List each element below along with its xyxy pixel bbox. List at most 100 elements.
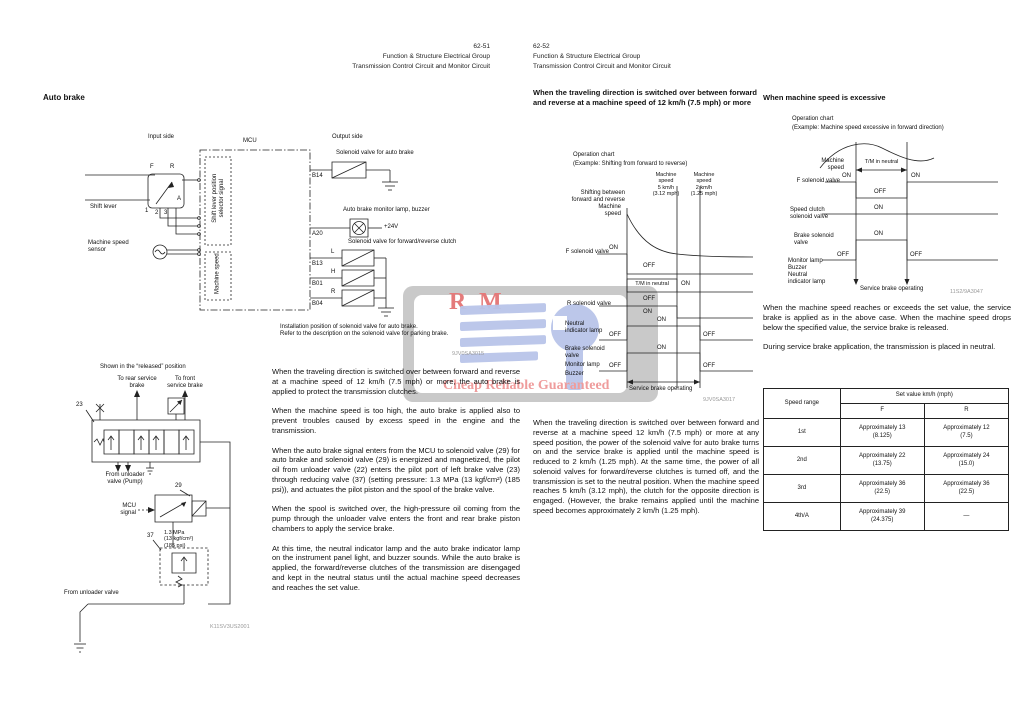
right-chart-subtitle: (Example: Machine speed excessive in for… (792, 125, 944, 131)
terminal-b14: B14 (312, 173, 323, 179)
buzzer-row-label: Buzzer (565, 371, 584, 377)
table-row: 3rd Approximately 36 (22.5) Approximatel… (763, 474, 1010, 503)
terminal-b13: B13 (312, 261, 323, 267)
paragraph: When the auto brake signal enters from t… (272, 445, 520, 494)
monitor-buzzer-neutral-label: Monitor lamp Buzzer Neutral indicator la… (788, 258, 826, 286)
spring-icon-2 (176, 576, 182, 587)
machine-speed-label: Machine speed (598, 204, 621, 218)
state-off: OFF (703, 363, 715, 369)
state-off: OFF (874, 189, 886, 195)
mid-section-heading: When the traveling direction is switched… (533, 88, 757, 108)
solenoid-fr-l-icon (342, 250, 374, 266)
neutral-lamp-label: Neutral indicator lamp (565, 321, 603, 335)
left-body-text: When the traveling direction is switched… (272, 367, 520, 602)
speed-range-cell: 3rd (763, 474, 841, 503)
mid-chart-subtitle: (Example: Shifting from forward to rever… (573, 161, 688, 167)
schematic-title: Shown in the “released” position (100, 364, 186, 370)
restrictor-icon (96, 404, 104, 420)
table-row: 4th/A Approximately 39 (24.375) — (763, 502, 1010, 531)
speed-range-cell: 4th/A (763, 502, 841, 531)
left-page-number: 62-51 (473, 43, 490, 50)
brake-solenoid-label: Brake solenoid valve (794, 233, 834, 247)
brake-solenoid-label: Brake solenoid valve (565, 346, 605, 360)
contact-r-label: R (170, 164, 175, 170)
terminal-a20: A20 (312, 231, 323, 237)
auto-brake-solenoid-valve-icon (155, 495, 206, 548)
speed-2kmh-label: Machine speed 2 km/h (1.25 mph) (690, 172, 718, 198)
state-on: ON (874, 231, 883, 237)
state-on: ON (609, 245, 618, 251)
machine-speed-curve (627, 214, 753, 257)
solenoid-auto-brake-icon (332, 162, 366, 178)
tm-neutral-label: T/M in neutral (864, 159, 899, 165)
state-off: OFF (703, 332, 715, 338)
shifting-label: Shifting between forward and reverse (571, 190, 625, 204)
service-brake-operating-label: Service brake operating (860, 286, 924, 292)
from-unloader-pump-label: From unloader valve (Pump) (105, 472, 145, 486)
right-header-group: Function & Structure Electrical Group (533, 52, 641, 60)
contact-3-label: 3 (164, 210, 168, 216)
solenoid-auto-brake-label: Solenoid valve for auto brake (336, 150, 414, 156)
col-header-set-value: Set value km/h (mph) (839, 388, 1010, 404)
input-side-label: Input side (148, 134, 175, 140)
shift-lever-signal-label: Shift lever position selector signal (211, 173, 225, 223)
paragraph: When the traveling direction is switched… (533, 418, 759, 515)
terminal-b04: B04 (312, 301, 323, 307)
machine-speed-label: Machine speed (821, 158, 844, 172)
to-rear-brake-label: To rear service brake (117, 376, 157, 390)
clutch-r-label: R (331, 289, 336, 295)
table-row: 1st Approximately 13 (8.125) Approximate… (763, 418, 1010, 447)
clutch-h-label: H (331, 269, 336, 275)
mcu-figure-code: 9JV0SA3015 (452, 351, 485, 357)
right-header-circuit: Transmission Control Circuit and Monitor… (533, 62, 671, 70)
ground-icon-2 (378, 308, 394, 316)
paragraph: When the traveling direction is switched… (272, 367, 520, 396)
tank-icon-2 (74, 644, 86, 652)
mid-chart-lines (563, 150, 758, 410)
hydraulic-lines (60, 390, 290, 667)
right-body-text: When the machine speed reaches or exceed… (763, 303, 1011, 362)
set-value-table: Speed range Set value km/h (mph) F R 1st… (763, 388, 1010, 531)
left-header-group: Function & Structure Electrical Group (382, 52, 490, 60)
mcu-signal-label: MCU signal (120, 503, 136, 517)
mcu-note: Installation position of solenoid valve … (280, 324, 449, 338)
shift-lever-switch-icon (85, 174, 200, 235)
service-brake-operating-label: Service brake operating (629, 386, 693, 392)
set-value-r-cell: Approximately 24 (15.0) (923, 446, 1010, 475)
paragraph: When the spool is switched over, the hig… (272, 504, 520, 533)
monitor-lamp-row-label: Monitor lamp (565, 362, 600, 368)
mcu-label: MCU (243, 138, 257, 144)
speed-range-cell: 2nd (763, 446, 841, 475)
mid-chart-title: Operation chart (573, 152, 615, 158)
state-off: OFF (837, 252, 849, 258)
right-page-number: 62-52 (533, 43, 550, 50)
paragraph: When the machine speed is too high, the … (272, 406, 520, 435)
right-chart-lines (780, 112, 1020, 285)
to-front-brake-label: To front service brake (167, 376, 203, 390)
col-header-r: R (923, 403, 1010, 419)
contact-f-label: F (150, 164, 154, 170)
col-header-speed-range: Speed range (763, 388, 841, 419)
clutch-l-label: L (331, 249, 335, 255)
state-on: ON (911, 173, 920, 179)
brake-valve-schematic: Shown in the “released” position To rear… (60, 362, 290, 667)
brake-valve-body-icon (92, 420, 200, 462)
right-chart-figure-code: 11S2/9A3047 (950, 289, 983, 295)
state-off: OFF (609, 363, 621, 369)
right-page-header: 62-52 Function & Structure Electrical Gr… (533, 42, 753, 71)
tm-neutral-label: T/M in neutral (635, 281, 669, 287)
state-on: ON (681, 281, 690, 287)
f-solenoid-label: F solenoid valve (565, 249, 609, 255)
right-section-heading: When machine speed is excessive (763, 93, 886, 102)
set-value-r-cell: Approximately 12 (7.5) (923, 418, 1010, 447)
monitor-lamp-icon (350, 219, 368, 237)
section-title-auto-brake: Auto brake (43, 93, 85, 102)
ground-icon (382, 182, 398, 190)
terminal-b01: B01 (312, 281, 323, 287)
tank-icon (146, 462, 154, 474)
reducing-valve-icon (160, 548, 208, 604)
set-value-f-cell: Approximately 36 (22.5) (839, 474, 925, 503)
machine-speed-sensor-label: Machine speed sensor (88, 240, 129, 254)
from-unloader-label: From unloader valve (64, 590, 119, 596)
